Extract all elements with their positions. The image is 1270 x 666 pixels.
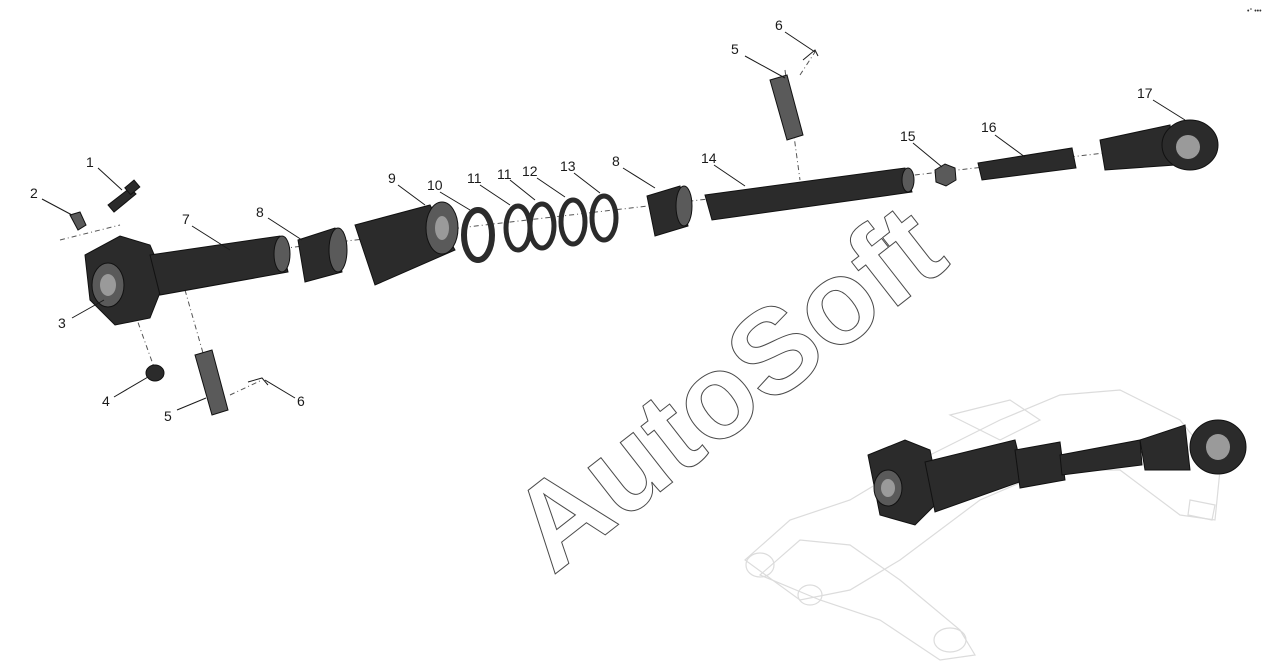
- callout-8-right: 8: [612, 153, 620, 169]
- callout-17: 17: [1137, 85, 1153, 101]
- callout-5-upper: 5: [731, 41, 739, 57]
- part-13-ring: [589, 193, 619, 243]
- callout-12: 12: [522, 163, 538, 179]
- part-3-yoke-housing: [84, 235, 166, 326]
- part-5-pin-upper: [769, 74, 804, 141]
- corner-mark: •° •••: [1247, 7, 1262, 15]
- part-1-bolt: [107, 179, 141, 213]
- part-14-shaft: [704, 167, 915, 221]
- callout-6-upper: 6: [775, 17, 783, 33]
- part-17-rod-end: [1099, 119, 1219, 171]
- part-11-ring-a: [503, 203, 533, 253]
- part-6-clip-upper: [802, 49, 819, 61]
- part-10-ring: [461, 207, 495, 263]
- callout-8-left: 8: [256, 204, 264, 220]
- callout-2: 2: [30, 185, 38, 201]
- part-7-tube: [149, 235, 291, 296]
- callout-leaders: [41, 31, 1186, 411]
- part-4-bushing: [145, 364, 165, 382]
- part-8-nut-right: [646, 185, 693, 237]
- callout-3: 3: [58, 315, 66, 331]
- callout-10: 10: [427, 177, 443, 193]
- callout-7: 7: [182, 211, 190, 227]
- assembly-background-outline: [744, 389, 1221, 661]
- callout-labels: 1 2 3 4 5 5 6 6 7 8 8 9 10 11 11 12 13 1…: [30, 17, 1153, 424]
- callout-11-a: 11: [467, 170, 482, 186]
- callout-9: 9: [388, 170, 396, 186]
- callout-6-lower: 6: [297, 393, 305, 409]
- callout-4: 4: [102, 393, 110, 409]
- part-12-ring: [558, 197, 588, 247]
- part-11-ring-b: [527, 201, 557, 251]
- assembly-axis-lines: [59, 51, 1131, 396]
- part-9-spring: [354, 201, 459, 286]
- callout-16: 16: [981, 119, 997, 135]
- part-15-nut: [934, 163, 957, 187]
- callout-13: 13: [560, 158, 576, 174]
- callout-5-lower: 5: [164, 408, 172, 424]
- callout-15: 15: [900, 128, 916, 144]
- part-2-bolt: [69, 211, 87, 231]
- part-6-clip-lower: [247, 377, 269, 386]
- part-16-rod: [977, 147, 1077, 181]
- callout-14: 14: [701, 150, 717, 166]
- assembled-shaft-view: [867, 419, 1247, 526]
- part-5-pin-lower: [194, 349, 229, 416]
- part-8-nut-left: [297, 227, 348, 283]
- callout-1: 1: [86, 154, 94, 170]
- watermark-text: AutoSoft: [486, 179, 968, 596]
- callout-11-b: 11: [497, 166, 512, 182]
